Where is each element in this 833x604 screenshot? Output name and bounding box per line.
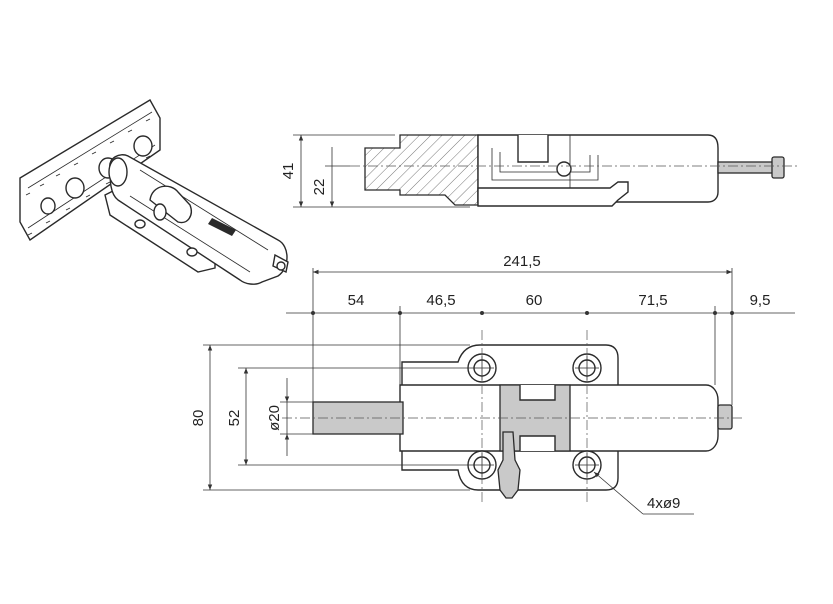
side-mount-block — [364, 134, 479, 206]
dim-seg-54: 54 — [348, 292, 365, 309]
dim-pin-diameter: ø20 — [266, 405, 283, 431]
side-bolt-head — [556, 161, 572, 177]
latch-body — [104, 154, 289, 285]
plan-view: 241,5 54 46,5 60 71,5 9,5 80 52 ø20 4x — [190, 253, 795, 515]
isometric-view — [19, 99, 289, 285]
dim-side-22: 22 — [311, 179, 328, 196]
dim-seg-46-5: 46,5 — [426, 292, 455, 309]
plan-pin-head — [717, 404, 733, 430]
dim-holes-callout: 4xø9 — [647, 495, 680, 512]
dim-seg-71-5: 71,5 — [638, 292, 667, 309]
dim-overall-241-5: 241,5 — [503, 253, 541, 270]
side-pin-head — [771, 156, 785, 179]
dim-seg-9-5: 9,5 — [750, 292, 771, 309]
side-base-plate — [477, 181, 629, 207]
side-view: 41 22 — [280, 134, 800, 208]
dim-side-41: 41 — [280, 163, 297, 180]
dim-plan-52: 52 — [226, 410, 243, 427]
mounting-rail — [19, 99, 161, 242]
side-pin — [717, 161, 775, 174]
plan-handle — [497, 431, 521, 499]
dim-seg-60: 60 — [526, 292, 543, 309]
dim-plan-80: 80 — [190, 410, 207, 427]
